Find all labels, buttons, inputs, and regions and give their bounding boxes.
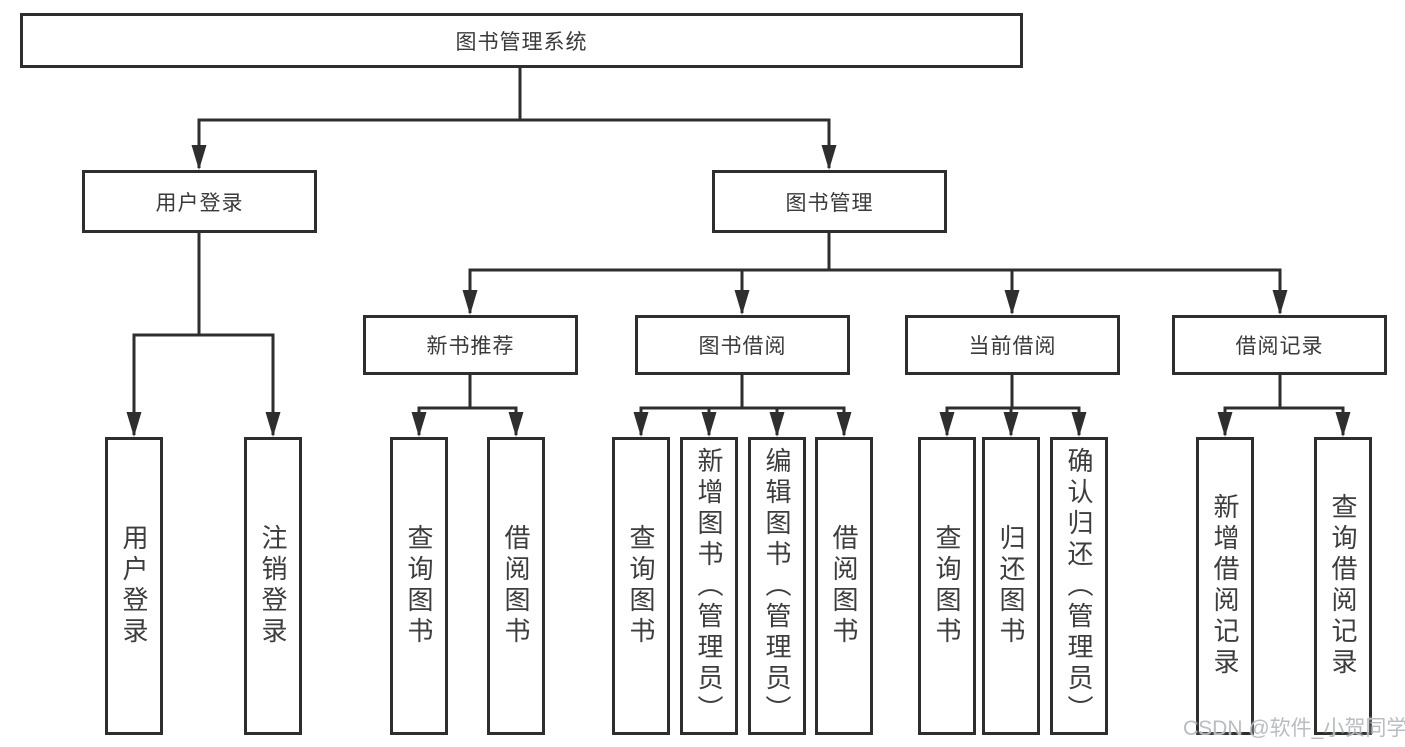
node-label: 新书推荐 [426, 335, 515, 358]
node-user-login: 用户登录 [82, 170, 317, 233]
leaf-query-borrow-record: 查询借阅记录 [1314, 437, 1372, 735]
node-label: 图书管理系统 [455, 30, 588, 54]
leaf-label: 用户登录 [119, 524, 149, 648]
node-current-borrowing: 当前借阅 [905, 315, 1120, 375]
node-label: 图书管理 [785, 191, 874, 215]
leaf-query-books: 查询图书 [612, 437, 670, 735]
leaf-confirm-return-admin: 确认归还（管理员） [1050, 437, 1108, 735]
leaf-label: 新增图书（管理员） [694, 446, 724, 726]
node-new-book-recommendation: 新书推荐 [363, 315, 578, 375]
leaf-query-books: 查询图书 [918, 437, 976, 735]
leaf-add-books-admin: 新增图书（管理员） [680, 437, 738, 735]
leaf-label: 归还图书 [996, 524, 1026, 648]
connector-lines [132, 68, 1345, 435]
leaf-borrow-books: 借阅图书 [487, 437, 545, 735]
node-borrowing-records: 借阅记录 [1172, 315, 1387, 375]
node-label: 用户登录 [155, 191, 244, 215]
leaf-add-borrow-record: 新增借阅记录 [1196, 437, 1254, 735]
csdn-watermark: CSDN @软件_小贺同学 [1183, 717, 1405, 740]
node-label: 图书借阅 [698, 335, 787, 358]
leaf-label: 查询图书 [932, 524, 962, 648]
leaf-label: 编辑图书（管理员） [762, 446, 792, 726]
leaf-edit-books-admin: 编辑图书（管理员） [748, 437, 806, 735]
leaf-borrow-books: 借阅图书 [815, 437, 873, 735]
leaf-label: 借阅图书 [829, 524, 859, 648]
leaf-label: 查询借阅记录 [1328, 493, 1358, 679]
leaf-logout: 注销登录 [244, 437, 302, 735]
leaf-label: 查询图书 [404, 524, 434, 648]
leaf-label: 注销登录 [258, 524, 288, 648]
leaf-label: 查询图书 [626, 524, 656, 648]
leaf-label: 确认归还（管理员） [1064, 446, 1094, 726]
node-label: 借阅记录 [1235, 335, 1324, 358]
node-book-borrowing: 图书借阅 [635, 315, 850, 375]
leaf-label: 新增借阅记录 [1210, 493, 1240, 679]
node-book-management: 图书管理 [712, 170, 947, 233]
leaf-return-books: 归还图书 [982, 437, 1040, 735]
leaf-label: 借阅图书 [501, 524, 531, 648]
node-library-management-system: 图书管理系统 [20, 13, 1023, 68]
node-label: 当前借阅 [968, 335, 1057, 358]
leaf-user-login: 用户登录 [105, 437, 163, 735]
leaf-query-books: 查询图书 [390, 437, 448, 735]
